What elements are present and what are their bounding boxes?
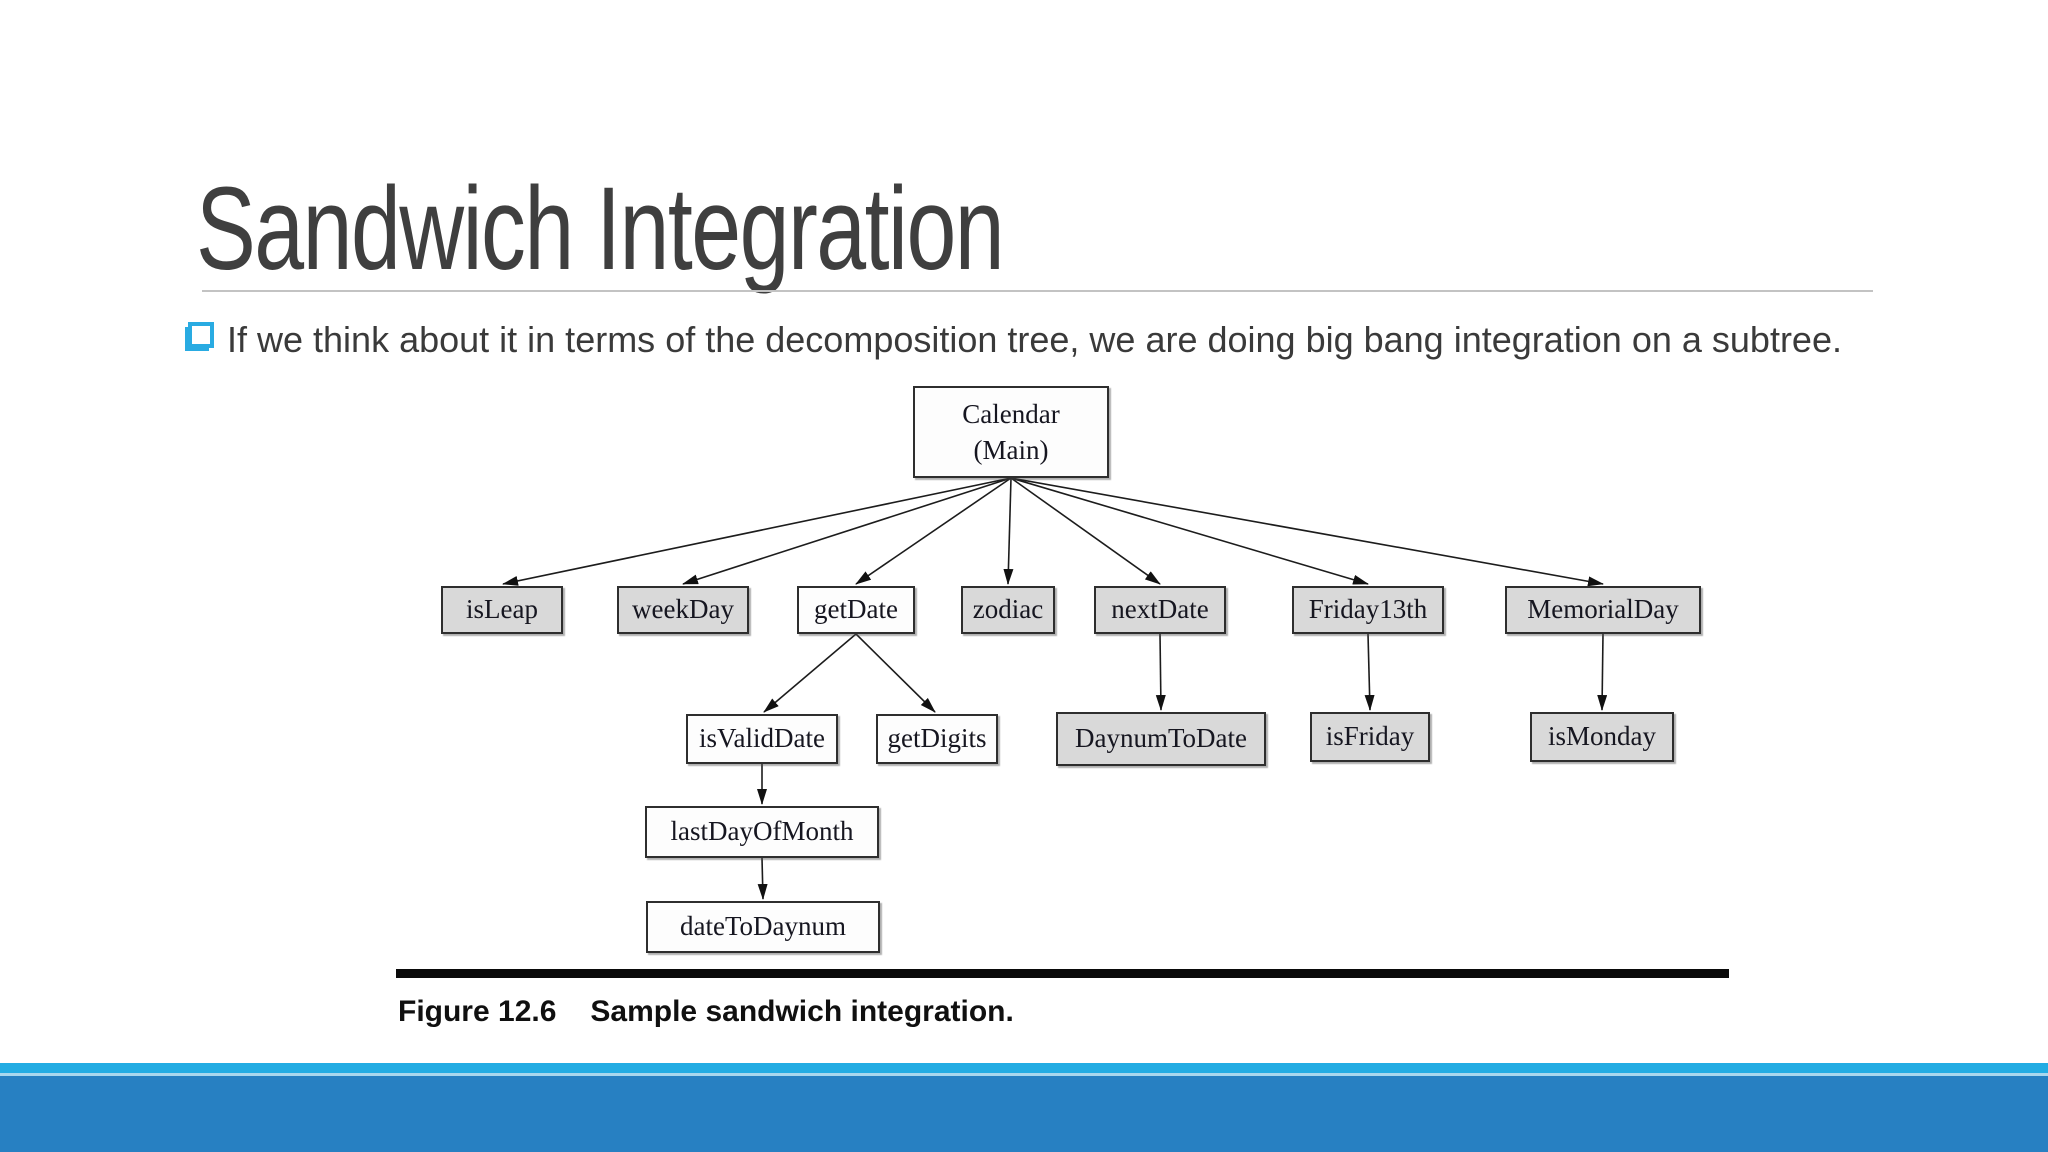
tree-node-dateToDaynum: dateToDaynum (646, 901, 880, 953)
footer-separator-line (0, 1073, 2048, 1076)
tree-node-isLeap: isLeap (441, 586, 563, 634)
title-divider (202, 290, 1873, 292)
tree-node-memorialDay: MemorialDay (1505, 586, 1701, 634)
tree-node-friday13th: Friday13th (1292, 586, 1444, 634)
tree-node-getDigits: getDigits (876, 714, 998, 764)
tree-node-isFriday: isFriday (1310, 712, 1430, 762)
slide-title: Sandwich Integration (196, 163, 1005, 295)
tree-node-calendar-main: Calendar (Main) (913, 386, 1109, 478)
footer-bar (0, 1076, 2048, 1152)
tree-node-nextDate: nextDate (1094, 586, 1226, 634)
tree-node-daynumToDate: DaynumToDate (1056, 712, 1266, 766)
tree-node-lastDayOfMonth: lastDayOfMonth (645, 806, 879, 858)
figure-caption-number: Figure 12.6 (398, 995, 557, 1028)
figure-top-bar (396, 969, 1729, 978)
tree-node-isMonday: isMonday (1530, 712, 1674, 762)
tree-node-zodiac: zodiac (961, 586, 1055, 634)
tree-node-weekDay: weekDay (617, 586, 749, 634)
figure-caption-text: Sample sandwich integration. (590, 995, 1014, 1028)
footer-accent-strip (0, 1063, 2048, 1073)
tree-node-isValidDate: isValidDate (686, 714, 838, 764)
tree-node-calendar-sublabel: (Main) (973, 435, 1049, 465)
bullet-text: If we think about it in terms of the dec… (227, 319, 1842, 360)
tree-node-calendar-label: Calendar (962, 398, 1060, 429)
figure-caption: Figure 12.6 Sample sandwich integration. (398, 995, 1014, 1029)
square-bullet-icon (188, 322, 214, 348)
tree-node-getDate: getDate (797, 586, 915, 634)
